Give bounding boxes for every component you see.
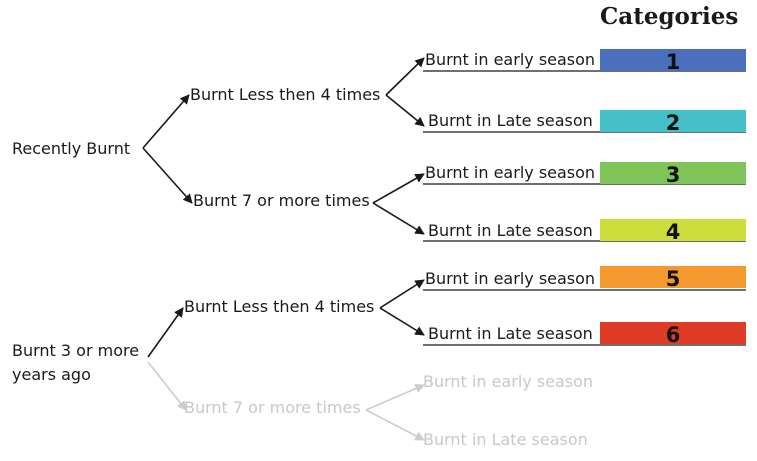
edge-omore-to-late xyxy=(365,409,425,441)
category-number-4: 4 xyxy=(665,220,681,244)
category-number-6: 6 xyxy=(665,323,681,347)
category-number-3: 3 xyxy=(665,163,681,187)
edge-oless-to-early xyxy=(379,279,425,309)
edge-rmore-to-late xyxy=(372,202,425,235)
category-bar-4: 4 xyxy=(600,219,746,244)
leaf-old-less-late: Burnt in Late season xyxy=(428,324,593,343)
leaf-recent-more-early: Burnt in early season xyxy=(425,163,596,182)
leaf-old-more-early: Burnt in early season xyxy=(423,372,594,391)
mid-recent-less-than-4: Burnt Less then 4 times xyxy=(190,85,381,104)
edge-rmore-to-early xyxy=(372,173,425,204)
edge-old-to-more xyxy=(147,361,187,411)
mid-old-less-than-4: Burnt Less then 4 times xyxy=(184,297,375,316)
categories-title: Categories xyxy=(600,3,739,30)
leaf-underlines xyxy=(423,70,746,346)
mid-recent-7-or-more: Burnt 7 or more times xyxy=(193,191,370,210)
category-bar-3: 3 xyxy=(600,162,746,187)
category-number-1: 1 xyxy=(665,50,681,74)
edge-recent-to-more xyxy=(142,147,193,204)
category-bar-5: 5 xyxy=(600,266,746,291)
category-bar-1: 1 xyxy=(600,49,746,74)
edge-rless-to-early xyxy=(385,57,425,96)
branch-old xyxy=(147,279,425,441)
category-bar-2: 2 xyxy=(600,110,746,135)
category-bar-6: 6 xyxy=(600,322,746,347)
edge-rless-to-late xyxy=(385,94,425,127)
edge-oless-to-late xyxy=(379,307,425,336)
mid-old-7-or-more: Burnt 7 or more times xyxy=(184,398,361,417)
root-burnt-3-or-more-years-ago: Burnt 3 or more years ago xyxy=(12,341,140,384)
edge-old-to-less xyxy=(147,307,184,358)
category-number-2: 2 xyxy=(665,111,681,135)
branch-recent xyxy=(142,57,425,235)
root-recently-burnt: Recently Burnt xyxy=(12,139,131,158)
edge-omore-to-early xyxy=(365,384,425,411)
leaf-old-less-early: Burnt in early season xyxy=(425,269,596,288)
leaf-recent-more-late: Burnt in Late season xyxy=(428,221,593,240)
leaf-old-more-late: Burnt in Late season xyxy=(423,430,588,449)
leaf-recent-less-late: Burnt in Late season xyxy=(428,111,593,130)
edge-recent-to-less xyxy=(142,94,190,149)
category-number-5: 5 xyxy=(665,267,681,291)
leaf-recent-less-early: Burnt in early season xyxy=(425,50,596,69)
